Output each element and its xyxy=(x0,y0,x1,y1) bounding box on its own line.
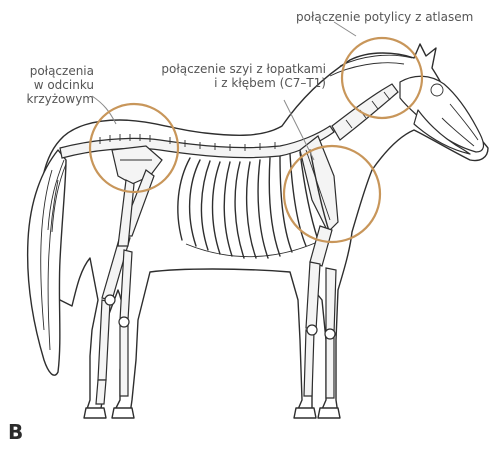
fore-cannon xyxy=(304,330,314,396)
horse-tail xyxy=(28,150,66,375)
label-neck-line-1: połączenie szyi z łopatkami xyxy=(112,62,326,76)
label-neck-scapula-joint: połączenie szyi z łopatkami i z kłębem (… xyxy=(112,62,326,90)
panel-letter: B xyxy=(8,420,23,444)
hoof xyxy=(318,408,340,418)
label-neck-line-2: i z kłębem (C7–T1) xyxy=(112,76,326,90)
label-sacral-line-1: połączenia xyxy=(0,64,94,78)
label-poll-atlas-joint: połączenie potylicy z atlasem xyxy=(296,10,473,24)
label-poll-text: połączenie potylicy z atlasem xyxy=(296,10,473,24)
hoof xyxy=(84,408,106,418)
label-sacral-line-2: w odcinku xyxy=(0,78,94,92)
hoof xyxy=(294,408,316,418)
label-sacral-joints: połączenia w odcinku krzyżowym xyxy=(0,64,94,106)
hoof xyxy=(112,408,134,418)
label-sacral-line-3: krzyżowym xyxy=(0,92,94,106)
leader-line-poll xyxy=(334,22,356,36)
